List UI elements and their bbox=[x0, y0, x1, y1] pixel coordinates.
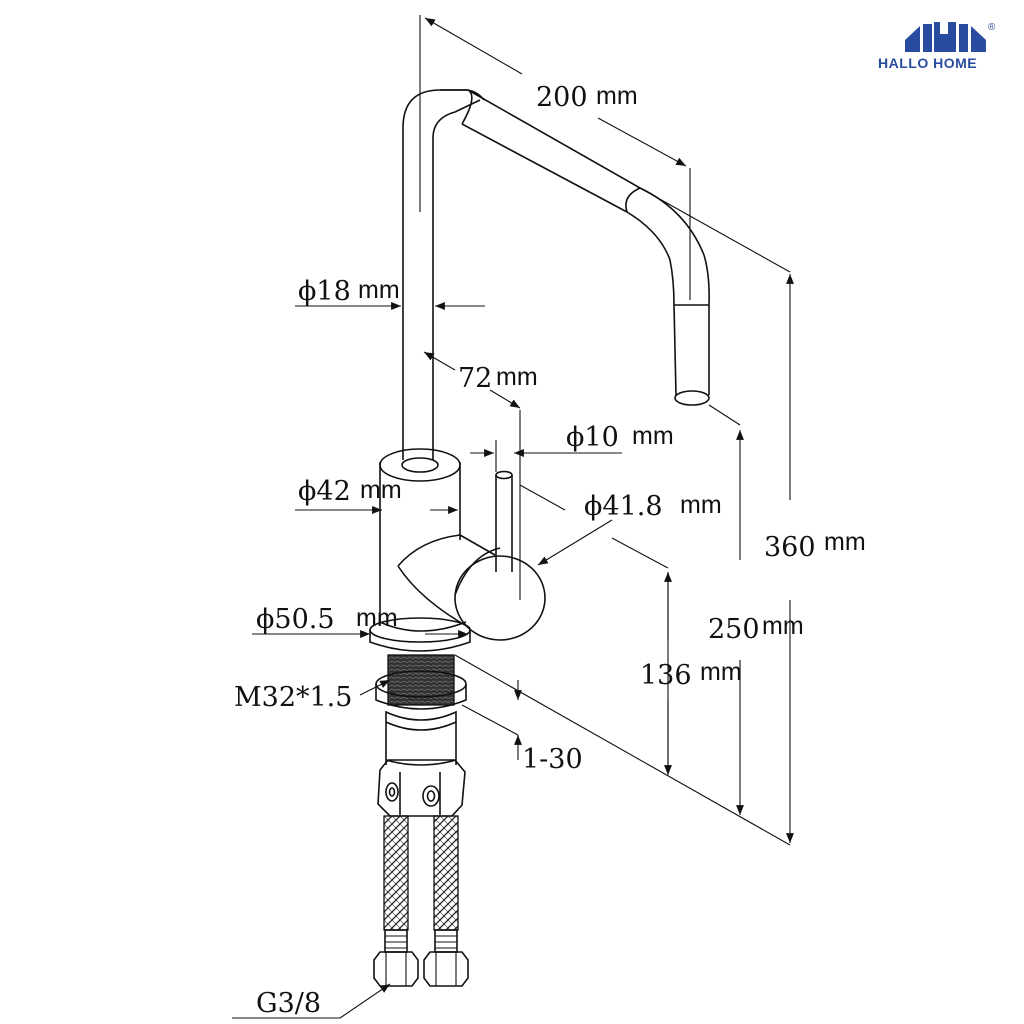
svg-text:250: 250 bbox=[708, 614, 760, 645]
hose-crimps bbox=[384, 929, 458, 953]
dimension-labels: 200 mm ϕ18 mm 72 mm ϕ10 mm ϕ42 mm ϕ41.8 … bbox=[234, 82, 866, 1019]
label-total-height: 360 mm bbox=[764, 528, 866, 563]
label-outlet-height: 250 mm bbox=[708, 612, 804, 645]
registered-mark: ® bbox=[988, 22, 996, 33]
svg-text:mm: mm bbox=[632, 422, 674, 450]
label-deck-thickness: 1-30 bbox=[522, 744, 583, 775]
svg-text:mm: mm bbox=[360, 476, 402, 504]
faucet-outline bbox=[369, 89, 710, 987]
svg-text:ϕ41.8: ϕ41.8 bbox=[584, 491, 663, 522]
svg-text:ϕ18: ϕ18 bbox=[298, 276, 351, 307]
svg-text:ϕ50.5: ϕ50.5 bbox=[256, 604, 335, 635]
label-lever-base-diameter: ϕ41.8 mm bbox=[584, 491, 722, 522]
svg-text:mm: mm bbox=[824, 528, 866, 556]
svg-text:M32*1.5: M32*1.5 bbox=[234, 682, 352, 713]
brand-logo: ® HALLO HOME bbox=[878, 22, 996, 71]
label-body-height: 136 mm bbox=[640, 658, 742, 691]
svg-text:ϕ42: ϕ42 bbox=[298, 476, 351, 507]
svg-text:mm: mm bbox=[356, 604, 398, 632]
label-spout-offset: 72 mm bbox=[458, 363, 538, 394]
svg-text:G3/8: G3/8 bbox=[256, 988, 321, 1019]
label-base-diameter: ϕ50.5 mm bbox=[256, 604, 398, 635]
svg-text:72: 72 bbox=[458, 363, 492, 394]
svg-text:mm: mm bbox=[496, 363, 538, 391]
svg-text:mm: mm bbox=[680, 491, 722, 519]
label-body-diameter: ϕ42 mm bbox=[298, 476, 402, 507]
hose-connector-nuts bbox=[373, 951, 469, 987]
svg-text:136: 136 bbox=[640, 660, 692, 691]
svg-text:mm: mm bbox=[700, 658, 742, 686]
label-spout-reach: 200 mm bbox=[536, 82, 638, 113]
svg-text:mm: mm bbox=[358, 276, 400, 304]
svg-text:mm: mm bbox=[762, 612, 804, 640]
svg-text:ϕ10: ϕ10 bbox=[566, 422, 619, 453]
label-spout-diameter: ϕ18 mm bbox=[298, 276, 400, 307]
brand-name: HALLO HOME bbox=[878, 55, 977, 71]
label-thread: M32*1.5 bbox=[234, 682, 352, 713]
svg-text:360: 360 bbox=[764, 532, 816, 563]
hose-left bbox=[383, 815, 409, 931]
hose-right bbox=[433, 815, 459, 931]
dimension-lines bbox=[232, 15, 794, 1019]
label-handle-diameter: ϕ10 mm bbox=[566, 422, 674, 453]
svg-text:1-30: 1-30 bbox=[522, 744, 583, 775]
label-hose-connector: G3/8 bbox=[256, 988, 321, 1019]
svg-text:mm: mm bbox=[596, 82, 638, 110]
logo-mark-icon bbox=[905, 22, 986, 52]
svg-text:200: 200 bbox=[536, 82, 588, 113]
